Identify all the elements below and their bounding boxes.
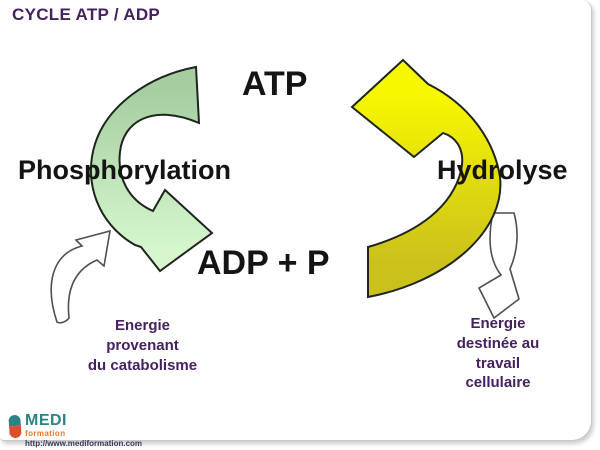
- phosphorylation-label: Phosphorylation: [18, 155, 232, 185]
- logo-url[interactable]: http://www.mediformation.com: [25, 439, 143, 448]
- logo-brand: MEDI: [25, 412, 67, 429]
- pill-icon: [8, 414, 22, 439]
- note-energy-work: Energie destinée au travail cellulaire: [456, 315, 540, 392]
- page-title: CYCLE ATP / ADP: [12, 5, 161, 24]
- energy-input-arrow-icon: [50, 229, 111, 324]
- hydrolyse-label: Hydrolyse: [437, 155, 568, 185]
- logo-subtext: formation: [25, 429, 66, 438]
- adp-label: ADP + P: [197, 244, 330, 282]
- atp-label: ATP: [242, 65, 308, 103]
- note-energy-catabolism: Energie provenant du catabolisme: [87, 317, 198, 374]
- mediformation-logo[interactable]: MEDI formation http://www.mediformation.…: [8, 413, 142, 448]
- energy-output-arrow-icon: [477, 212, 520, 320]
- logo-text: MEDI formation http://www.mediformation.…: [25, 413, 142, 448]
